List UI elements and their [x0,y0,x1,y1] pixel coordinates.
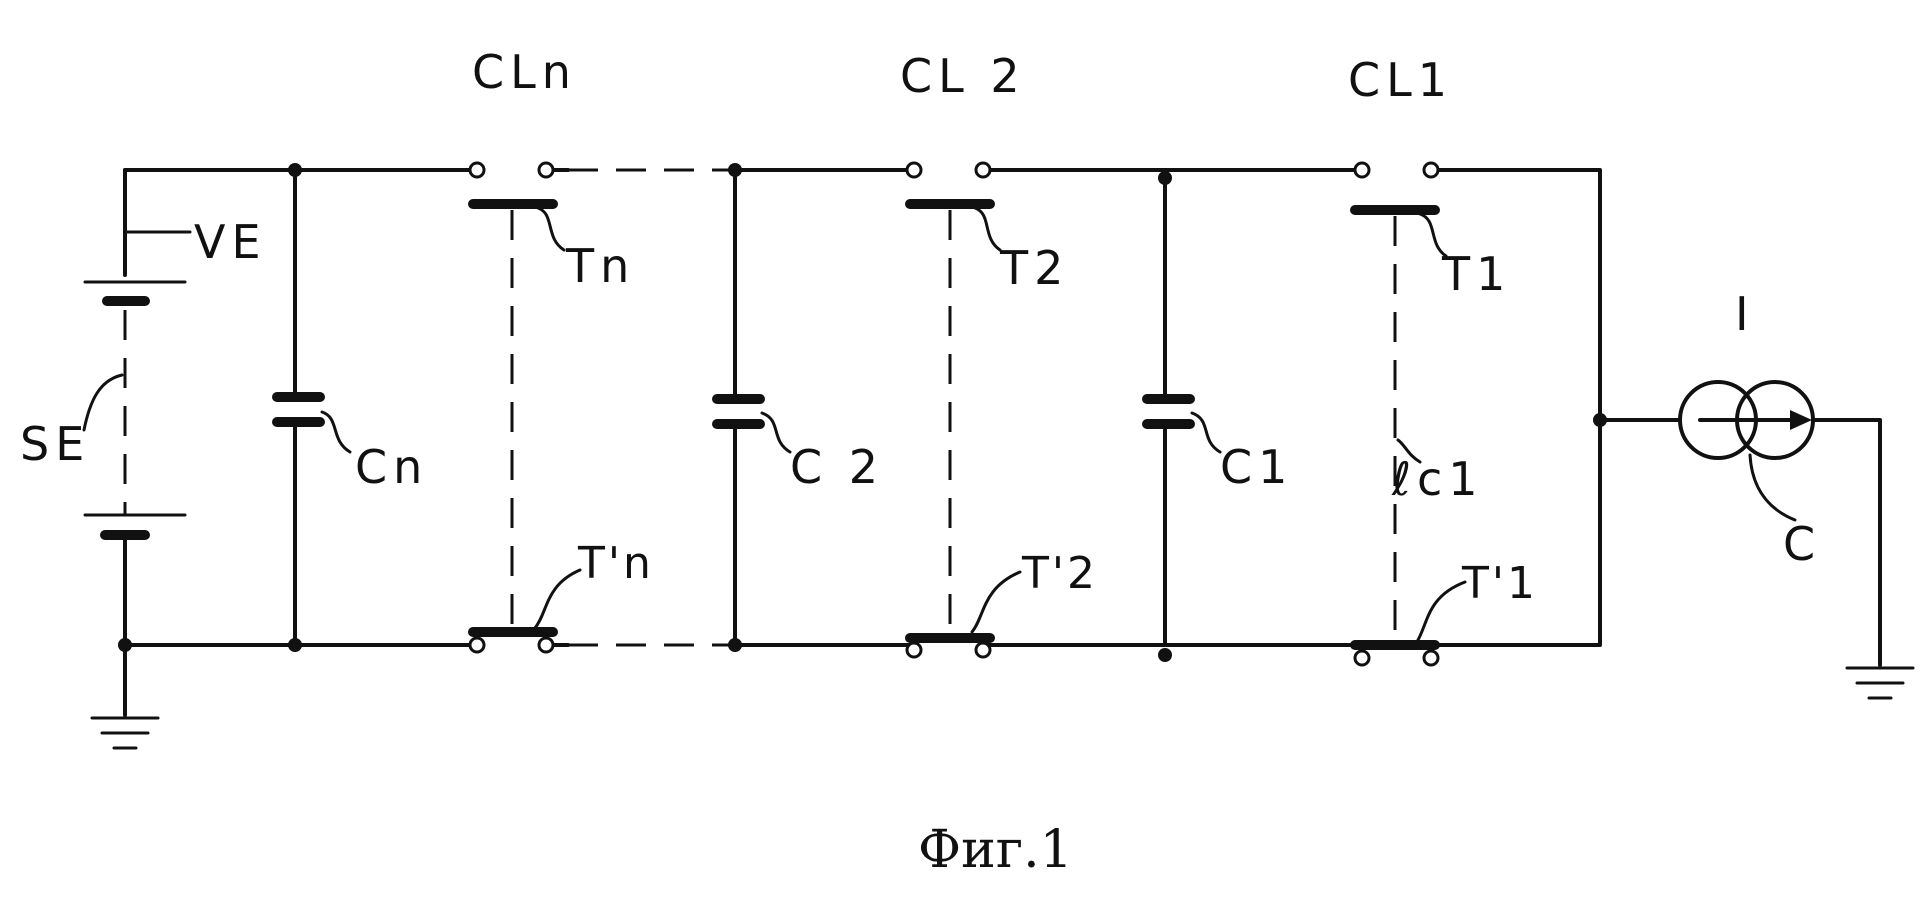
current-source-i [1600,382,1880,665]
label-cl2: CL 2 [900,49,1026,103]
label-tp2: T'2 [1021,548,1098,599]
t2-leader [975,208,1000,250]
c-leader [1750,455,1795,520]
label-c2: C 2 [790,440,884,494]
c1-leader [1192,413,1220,452]
junction-nodes [118,163,1607,662]
switch-group-cl2 [907,163,990,657]
label-tn: Tn [565,239,635,293]
label-i: I [1735,287,1755,341]
tp1-leader [1418,582,1465,640]
label-lc1: ℓc1 [1391,452,1484,506]
figure-caption: Фиг.1 [918,820,1073,880]
label-ve: VE [194,215,267,269]
label-c1: C1 [1220,440,1293,494]
label-tp1: T'1 [1461,558,1538,609]
tn-leader [538,208,564,250]
capacitor-c1 [1147,170,1190,645]
label-cn: Cn [355,440,428,494]
label-se: SE [20,417,90,471]
tpn-leader [535,570,580,628]
battery-se [85,282,185,715]
capacitor-cn [277,170,320,645]
ground-symbol-left [92,718,158,748]
label-t1: T1 [1441,247,1511,301]
label-c: C [1783,517,1821,571]
switch-group-cln [470,163,553,652]
c2-leader [762,413,790,452]
tp2-leader [972,572,1020,632]
label-cl1: CL1 [1348,53,1453,107]
switch-group-cl1 [1355,163,1438,665]
label-t2: T2 [999,241,1069,295]
capacitor-c2 [717,170,760,645]
ground-symbol-right [1847,668,1913,698]
cn-leader [322,412,350,452]
label-cln: CLn [472,45,577,99]
label-tpn: T'n [577,538,654,589]
